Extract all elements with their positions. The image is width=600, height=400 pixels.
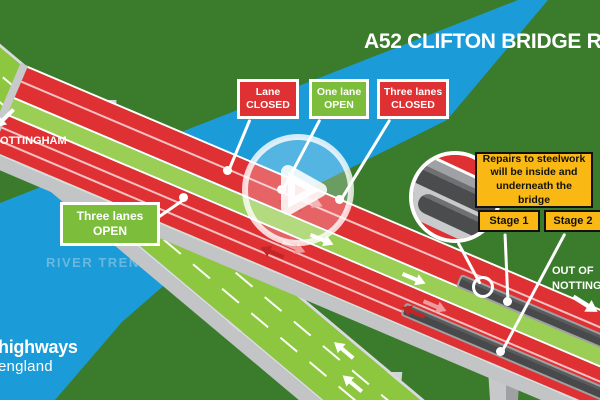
magnifier-source-circle	[472, 276, 494, 298]
highways-england-logo: highways england	[0, 337, 78, 375]
video-title: A52 CLIFTON BRIDGE REPAIRS	[364, 30, 600, 53]
repairs-callout: Repairs to steelwork will be inside and …	[475, 152, 593, 208]
stage2-label: Stage 2	[544, 210, 600, 232]
pointer-dot	[335, 195, 344, 204]
pointer-dot	[179, 193, 188, 202]
play-icon	[242, 134, 354, 246]
pointer-dot	[277, 185, 286, 194]
logo-line1: highways	[0, 337, 78, 357]
into-nottingham-label: INTONOTTINGHAM	[0, 135, 67, 147]
out-of-nottingham-label: OUT OFNOTTINGHAM	[552, 265, 600, 292]
river-label: RIVER TRENT	[46, 255, 150, 270]
pointer-dot	[503, 297, 512, 306]
stage1-label: Stage 1	[478, 210, 540, 232]
play-button[interactable]	[238, 130, 358, 250]
pointer-dot	[223, 166, 232, 175]
pointer-dot	[496, 347, 505, 356]
logo-line2: england	[0, 358, 53, 375]
